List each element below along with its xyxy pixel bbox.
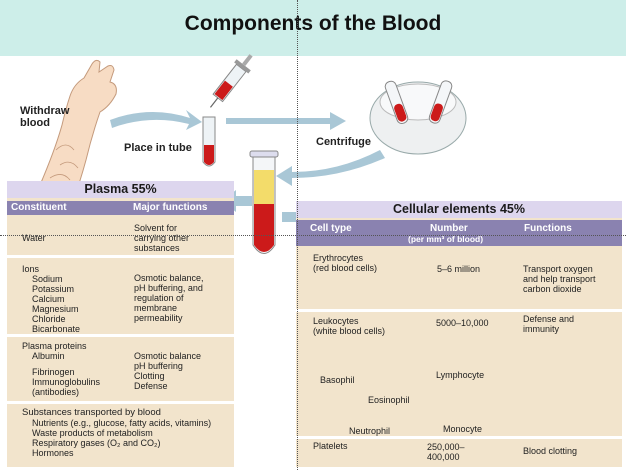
- number-unit-label: (per mm³ of blood): [408, 234, 484, 244]
- neutrophil-label: Neutrophil: [349, 426, 391, 436]
- guide-line: [297, 0, 298, 470]
- row-divider: [7, 334, 234, 337]
- title-banner: [0, 0, 626, 56]
- plasma-column-header: Constituent Major functions: [7, 201, 234, 215]
- erythrocytes-number: 5–6 million: [437, 264, 481, 274]
- erythrocytes-name: Erythrocytes(red blood cells): [313, 253, 378, 273]
- water-constituent: Water: [22, 233, 46, 243]
- centrifuge-label: Centrifuge: [316, 136, 371, 148]
- arrow-centrifuge-to-tube: [276, 150, 385, 186]
- lymphocyte-label: Lymphocyte: [436, 370, 485, 380]
- row-divider: [296, 436, 622, 439]
- guide-line: [0, 235, 626, 236]
- functions-column-label: Functions: [524, 223, 572, 234]
- syringe-illustration: [209, 54, 253, 108]
- separated-tube-illustration: [249, 150, 279, 254]
- leukocytes-name: Leukocytes(white blood cells): [313, 316, 386, 336]
- arrow-tube-to-centrifuge: [226, 112, 346, 130]
- number-column-label: Number: [430, 223, 468, 234]
- row-divider: [7, 401, 234, 404]
- platelets-number: 250,000–400,000: [427, 442, 465, 462]
- place-in-tube-label: Place in tube: [124, 142, 192, 154]
- leukocytes-number: 5000–10,000: [436, 318, 489, 328]
- cellular-heading: Cellular elements 45%: [296, 201, 622, 218]
- row-divider: [7, 255, 234, 258]
- arrow-arm-to-tube: [110, 110, 202, 130]
- transported-substances: Substances transported by blood Nutrient…: [22, 407, 212, 459]
- arm-illustration: [39, 59, 117, 199]
- plasma-heading: Plasma 55%: [7, 181, 234, 198]
- constituent-column-label: Constituent: [11, 202, 67, 213]
- eosinophil-label: Eosinophil: [368, 395, 410, 405]
- plasma-panel: [7, 181, 234, 467]
- platelets-functions: Blood clotting: [523, 446, 578, 456]
- page-title: Components of the Blood: [184, 12, 442, 35]
- small-tube-illustration: [202, 116, 216, 167]
- basophil-label: Basophil: [320, 375, 355, 385]
- cell-type-column-label: Cell type: [310, 223, 352, 234]
- platelets-name: Platelets: [313, 441, 348, 451]
- centrifuge-illustration: [369, 80, 467, 155]
- major-functions-column-label: Major functions: [133, 202, 208, 213]
- monocyte-label: Monocyte: [443, 424, 483, 434]
- cellular-column-header: Cell type Number (per mm³ of blood) Func…: [296, 220, 622, 246]
- row-divider: [296, 309, 622, 312]
